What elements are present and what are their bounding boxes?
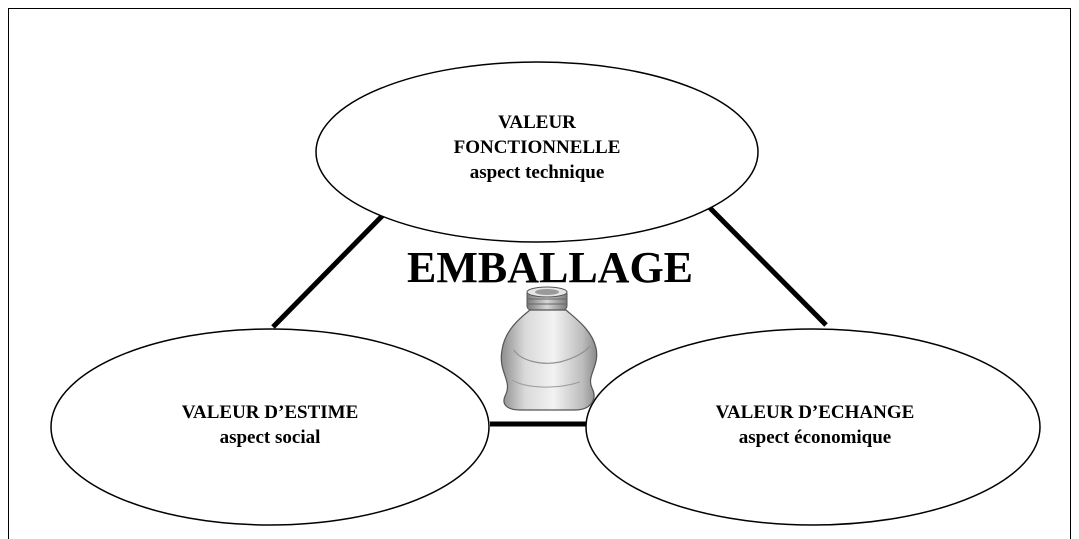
node-right-line2: aspect économique	[738, 427, 892, 448]
node-left-line1: VALEUR D’ESTIME	[181, 402, 359, 423]
connector-top-left	[271, 208, 390, 329]
node-right-line1: VALEUR D’ECHANGE	[715, 402, 915, 423]
node-left-label: VALEUR D’ESTIME aspect social	[120, 400, 420, 450]
node-left-line2: aspect social	[219, 427, 321, 448]
node-left-ellipse	[50, 328, 490, 526]
node-top-label: VALEUR FONCTIONNELLE aspect technique	[397, 110, 677, 185]
diagram-frame	[8, 8, 1071, 539]
connector-top-right	[708, 206, 828, 327]
node-top-line2: FONCTIONNELLE	[453, 137, 621, 158]
node-right-label: VALEUR D’ECHANGE aspect économique	[660, 400, 970, 450]
node-top-line3: aspect technique	[469, 162, 605, 183]
center-title: EMBALLAGE	[406, 243, 694, 292]
node-top-ellipse	[315, 61, 759, 243]
node-top-line1: VALEUR	[498, 112, 576, 133]
node-right-ellipse	[585, 328, 1041, 526]
plastic-bottle-icon	[500, 286, 598, 411]
